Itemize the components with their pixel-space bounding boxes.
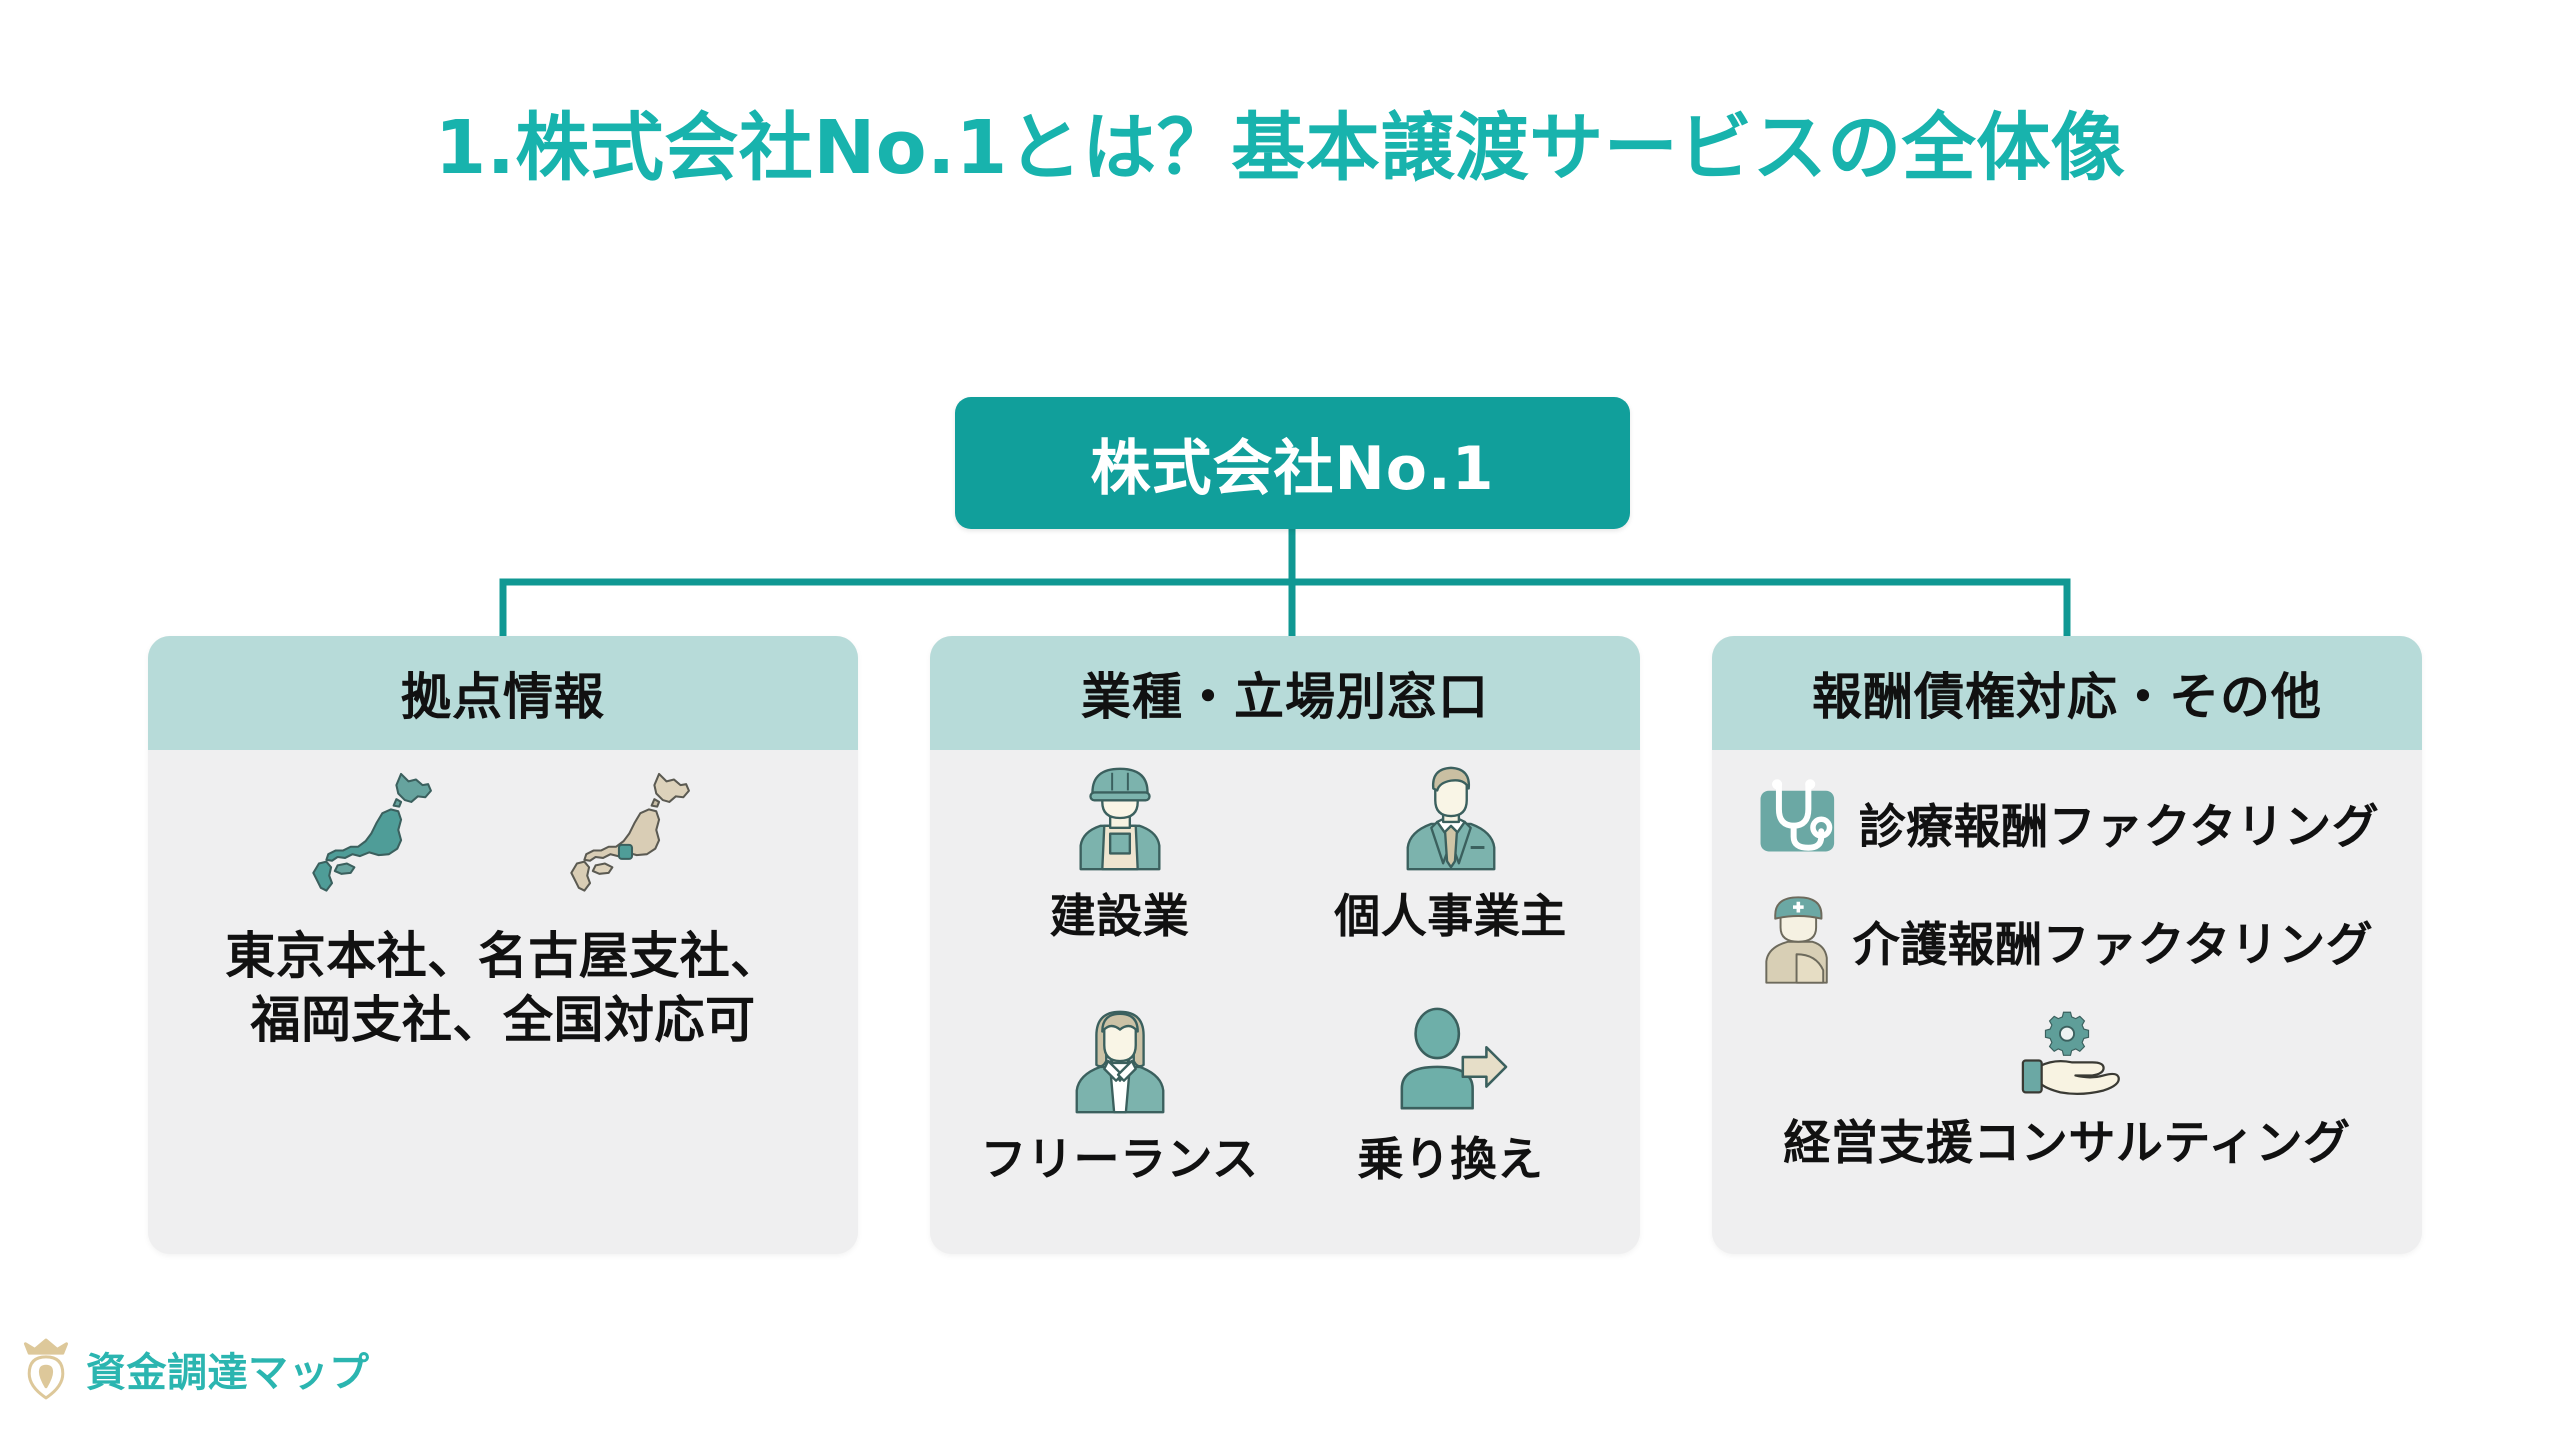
locations-text: 東京本社、名古屋支社、 福岡支社、全国対応可 xyxy=(148,924,858,1052)
card-body-industries: 建設業 xyxy=(930,750,1640,1254)
nurse-icon xyxy=(1765,896,1828,984)
card-header-industries: 業種・立場別窓口 xyxy=(930,636,1640,750)
root-node-label: 株式会社No.1 xyxy=(1090,433,1495,504)
card-header-locations: 拠点情報 xyxy=(148,636,858,750)
service-label: 診療報酬ファクタリング xyxy=(1858,799,2380,855)
locations-line-1: 東京本社、名古屋支社、 xyxy=(225,927,781,985)
card-industries: 業種・立場別窓口 xyxy=(930,636,1640,1254)
service-item-nursing: 介護報酬ファクタリング xyxy=(1730,894,2404,986)
card-services: 報酬債権対応・その他 診療報酬ファクタリング xyxy=(1712,636,2422,1254)
card-header-label: 業種・立場別窓口 xyxy=(1081,668,1489,726)
root-node-company: 株式会社No.1 xyxy=(955,397,1630,529)
person-switch-arrow-icon xyxy=(1400,1007,1507,1110)
footer-logo-text: 資金調達マップ xyxy=(86,1350,370,1396)
service-label: 経営支援コンサルティング xyxy=(1783,1116,2351,1171)
service-list: 診療報酬ファクタリング xyxy=(1712,750,2422,1254)
persona-grid: 建設業 xyxy=(930,750,1640,1254)
freelancer-woman-icon xyxy=(1075,1010,1164,1114)
persona-switch: 乗り換え xyxy=(1285,1001,1616,1244)
japan-map-beige-icon xyxy=(570,772,690,892)
service-item-consulting: 経営支援コンサルティング xyxy=(1730,1000,2404,1173)
card-header-label: 報酬債権対応・その他 xyxy=(1812,668,2322,726)
persona-label: フリーランス xyxy=(980,1132,1259,1186)
gear-in-hand-icon xyxy=(2021,1011,2120,1095)
persona-label: 乗り換え xyxy=(1357,1132,1544,1186)
footer-logo: 資金調達マップ xyxy=(18,1338,370,1400)
japan-maps-row xyxy=(148,750,858,918)
service-item-medical: 診療報酬ファクタリング xyxy=(1730,776,2404,868)
crown-map-pin-icon xyxy=(23,1338,69,1400)
persona-sole-proprietor: 個人事業主 xyxy=(1285,758,1616,1001)
card-locations: 拠点情報 xyxy=(148,636,858,1254)
stethoscope-icon xyxy=(1760,779,1834,852)
spacer xyxy=(1730,868,2404,894)
locations-line-2: 福岡支社、全国対応可 xyxy=(250,991,756,1049)
spacer xyxy=(1730,986,2404,1000)
japan-map-teal-icon xyxy=(312,772,432,892)
page-title: 1.株式会社No.1とは？基本譲渡サービスの全体像 xyxy=(434,105,2126,191)
card-body-services: 診療報酬ファクタリング xyxy=(1712,750,2422,1254)
service-label: 介護報酬ファクタリング xyxy=(1852,917,2374,973)
card-header-services: 報酬債権対応・その他 xyxy=(1712,636,2422,750)
persona-label: 個人事業主 xyxy=(1334,889,1567,943)
card-header-label: 拠点情報 xyxy=(401,668,605,726)
persona-label: 建設業 xyxy=(1049,889,1190,943)
construction-worker-icon xyxy=(1078,767,1161,871)
persona-freelancer: フリーランス xyxy=(954,1001,1285,1244)
persona-construction: 建設業 xyxy=(954,758,1285,1001)
businessman-icon xyxy=(1406,766,1495,871)
card-body-locations: 東京本社、名古屋支社、 福岡支社、全国対応可 xyxy=(148,750,858,1254)
